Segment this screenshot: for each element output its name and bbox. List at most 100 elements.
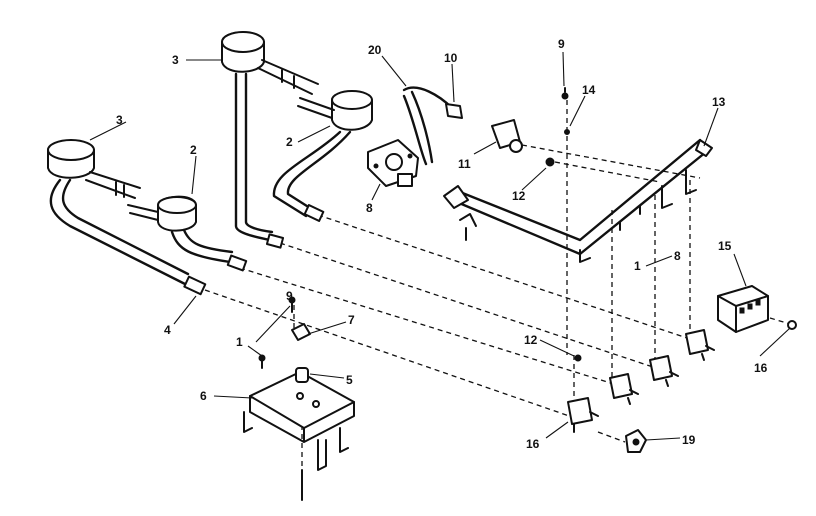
dash-line-rear-left [239, 267, 618, 386]
dash-line-orifice [554, 161, 661, 183]
valves [567, 329, 715, 433]
manifold [443, 138, 713, 263]
supply-tube-right [410, 90, 434, 164]
callout-4: 4 [164, 323, 171, 337]
valve-front-right [649, 355, 673, 381]
gas-pipe-rear-left-inner [61, 178, 190, 276]
leader-3b [89, 121, 127, 141]
burner-tube-rl-ribs [115, 181, 125, 198]
callout-1-bracket: 1 [236, 335, 243, 349]
leader-1a [645, 255, 673, 267]
bracket-legs [243, 411, 349, 471]
supply-tube-left [402, 94, 428, 166]
regulator-bolt-a [373, 163, 379, 169]
mounting-bracket [243, 296, 355, 501]
orifice-lower [574, 354, 582, 362]
manifold-bracket-d [685, 169, 697, 195]
fitting-front-right [303, 204, 325, 222]
callout-1-manifold: 1 [634, 259, 641, 273]
leader-5 [309, 373, 345, 379]
dash-line-front-right [279, 242, 657, 369]
valve-rear-right [685, 329, 709, 355]
compression-nut [445, 103, 463, 119]
leader-2a [191, 155, 197, 195]
dash-line-rear-right [317, 214, 694, 341]
burner-mount-front-left [127, 204, 159, 221]
regulator-outlet [397, 173, 413, 187]
bracket-hole-b [312, 400, 320, 408]
bracket-hole-a [296, 392, 304, 400]
gas-pipe-front-right-inner [286, 130, 352, 210]
regulator-bolt-b [407, 153, 413, 159]
manifold-valve-stubs [619, 205, 641, 231]
gas-pipe-front-right-outer [272, 130, 342, 218]
switch-screw [787, 320, 797, 330]
leader-12b [539, 339, 575, 357]
bracket-spacer [295, 367, 309, 383]
fitting-front-left [226, 254, 248, 272]
fitting-rear-left [183, 275, 207, 296]
left-burner-group [47, 139, 248, 296]
callout-14: 14 [582, 83, 596, 97]
ignition-switch [717, 285, 797, 333]
leader-13 [703, 107, 719, 147]
callout-9-top: 9 [558, 37, 565, 51]
fitting-end [509, 139, 523, 153]
burner-tube-rr [257, 59, 319, 95]
burner-tube-rl-top [89, 171, 141, 189]
leader-19 [645, 437, 681, 441]
dash-line-fitting [521, 144, 701, 179]
burner-tube-rr-ribs [281, 69, 295, 89]
leader-20 [381, 55, 407, 87]
callout-19: 19 [682, 433, 696, 447]
dash-line-clip [597, 431, 626, 443]
bracket-clip [291, 323, 311, 341]
valve-rear-left [609, 373, 633, 399]
leader-9b [255, 305, 291, 343]
screw-top [561, 92, 569, 100]
washer-top [564, 129, 570, 135]
regulator-group [367, 86, 570, 187]
callout-8-manifold: 8 [674, 249, 681, 263]
callout-13: 13 [712, 95, 726, 109]
valve-front-right-stem [665, 371, 679, 387]
leader-10 [451, 63, 455, 103]
manifold-bracket-b [579, 249, 591, 263]
dash-line-switch-screw [769, 317, 791, 325]
burner-tube-rl-bot [85, 179, 136, 199]
gas-pipe-rear-right-inner [244, 72, 274, 234]
callout-11: 11 [458, 157, 471, 171]
fitting-rear-right [265, 233, 285, 249]
gas-pipe-rear-right-outer [234, 72, 272, 242]
callout-3-rear-left: 3 [116, 113, 123, 127]
burner-mount-front-right [297, 97, 335, 119]
burner-cap-front-right [331, 90, 373, 110]
burner-cap-rear-right [221, 31, 265, 53]
gas-pipe-front-left-inner [182, 228, 234, 254]
leader-4 [173, 295, 197, 325]
orifice-upper [545, 157, 555, 167]
valve-front-left-stem [573, 411, 599, 433]
switch-terminal-a [739, 307, 745, 314]
alignment-lines [204, 100, 791, 495]
callout-12-valve: 12 [524, 333, 538, 347]
manifold-end-cap [695, 139, 713, 157]
burner-cap-front-left [157, 196, 197, 214]
leader-6 [213, 395, 253, 399]
clip-hole [632, 438, 640, 446]
leader-16a [759, 327, 791, 357]
callout-6: 6 [200, 389, 207, 403]
leader-8 [371, 183, 381, 201]
valve-front-left [567, 397, 593, 425]
callout-8-regulator: 8 [366, 201, 373, 215]
callout-numbers: 3 3 2 2 20 10 9 14 13 11 12 8 1 8 15 4 9… [116, 37, 768, 451]
leader-1b [247, 345, 263, 357]
manifold-bracket-a [459, 213, 477, 241]
callout-10: 10 [444, 51, 458, 65]
valve-rear-left-stem [627, 389, 639, 405]
leader-12a [521, 167, 547, 191]
callout-9-bracket: 9 [286, 289, 293, 303]
manifold-bracket-c [661, 185, 673, 209]
dash-line-front-left [204, 289, 576, 419]
